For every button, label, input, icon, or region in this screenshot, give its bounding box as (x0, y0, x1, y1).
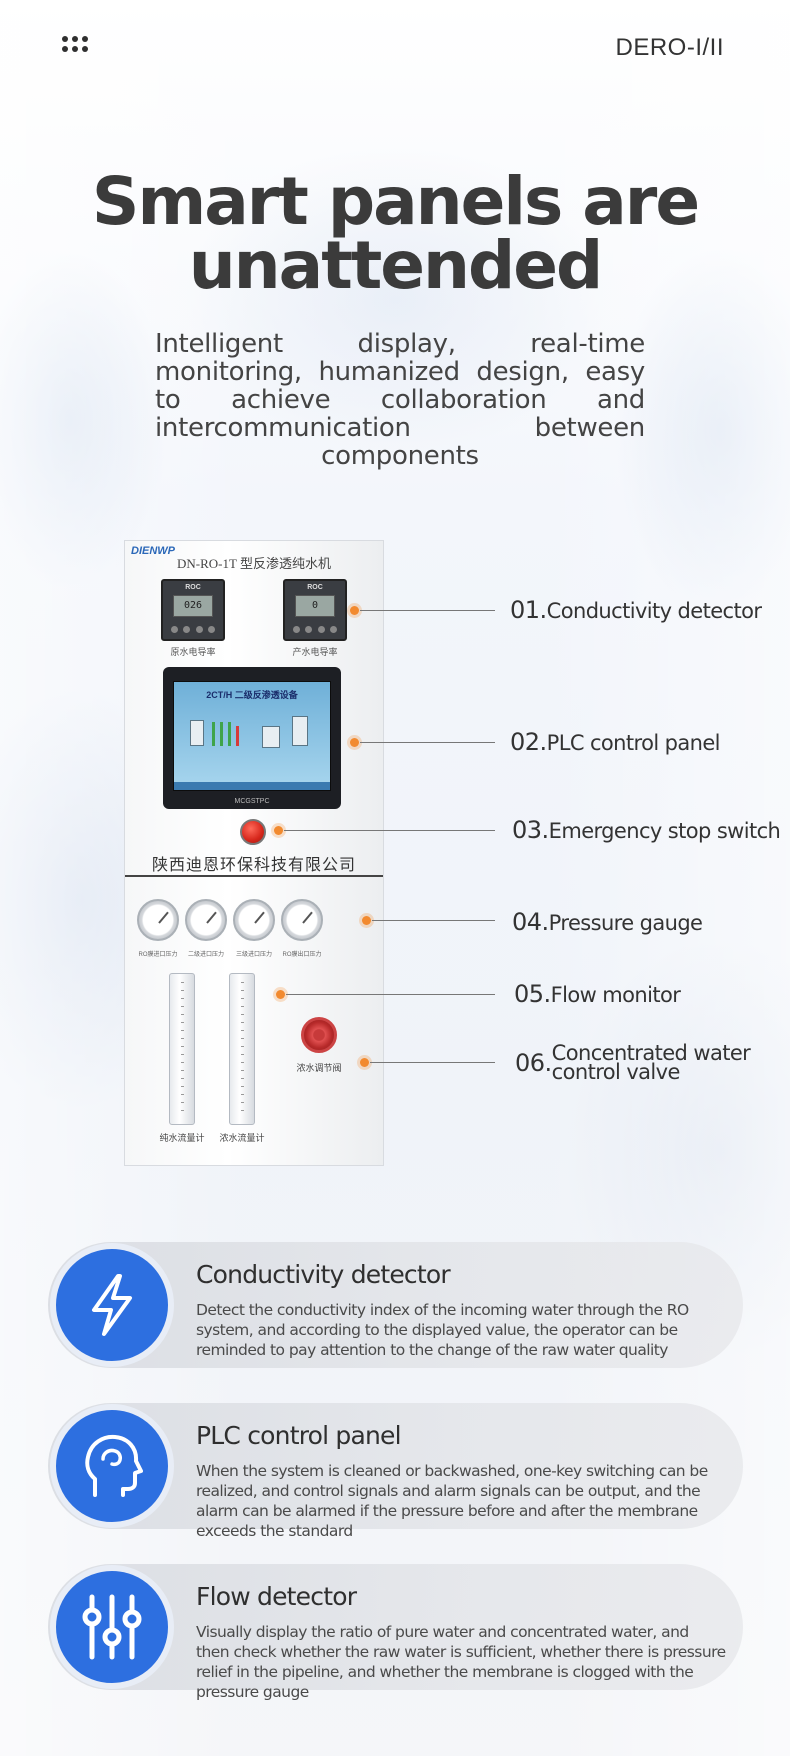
flow-meter-icon (229, 973, 255, 1125)
flow-label: 浓水流量计 (219, 1133, 265, 1143)
feature-title: Flow detector (196, 1582, 357, 1611)
callout-leader (286, 994, 495, 995)
callout-leader (284, 830, 495, 831)
feature-description: Visually display the ratio of pure water… (196, 1623, 726, 1701)
flow-meter-icon (169, 973, 195, 1125)
gauge-label: RO膜进口压力 (138, 952, 178, 958)
callout-leader (360, 742, 495, 743)
conductivity-meter-left: ROC 026 (161, 579, 225, 641)
head-icon (50, 1404, 174, 1528)
callout-dot (350, 738, 359, 747)
company-name: 陕西迪恩环保科技有限公司 (151, 857, 356, 874)
callout-dot (350, 606, 359, 615)
feature-card: Flow detector Visually display the ratio… (48, 1564, 743, 1701)
menu-grid-icon[interactable] (62, 36, 92, 56)
callout-dot (360, 1058, 369, 1067)
callout-03: 03.Emergency stop switch (512, 816, 781, 844)
feature-card: Conductivity detector Detect the conduct… (48, 1242, 743, 1368)
callout-06: 06.Concentrated water control valve (515, 1041, 751, 1084)
flow-label: 纯水流量计 (159, 1133, 205, 1143)
hero-subtitle: Intelligent display, real-time monitorin… (155, 329, 645, 471)
lightning-icon (50, 1243, 174, 1367)
meter-logo: ROC (185, 584, 201, 591)
panel-model-label: DN-RO-1T 型反渗透纯水机 (177, 556, 331, 571)
plc-screen-title: 2CT/H 二级反渗透设备 (206, 690, 298, 700)
brand-label: DERO-I/II (615, 34, 724, 61)
pressure-gauge-icon (137, 899, 179, 941)
valve-label: 浓水调节阀 (296, 1063, 342, 1073)
sliders-icon (50, 1565, 174, 1689)
callout-04: 04.Pressure gauge (512, 908, 703, 936)
callout-leader (360, 610, 495, 611)
meter-label-right: 产水电导率 (292, 647, 338, 657)
equipment-panel-image: DIENWP DN-RO-1T 型反渗透纯水机 ROC 026 原水电导率 RO… (124, 540, 384, 1166)
conductivity-meter-right: ROC 0 (283, 579, 347, 641)
callout-leader (372, 920, 495, 921)
feature-description: Detect the conductivity index of the inc… (196, 1301, 689, 1359)
emergency-stop-button (240, 819, 266, 845)
callout-leader (370, 1062, 495, 1063)
callout-dot (362, 916, 371, 925)
feature-title: Conductivity detector (196, 1260, 451, 1289)
hero-title-line-2: unattended (188, 227, 604, 304)
gauge-label: 二级进口压力 (187, 952, 224, 958)
hero-title-line-1: Smart panels are (91, 163, 700, 240)
pressure-gauge-icon (185, 899, 227, 941)
callout-dot (276, 990, 285, 999)
feature-description: When the system is cleaned or backwashed… (196, 1462, 708, 1540)
callout-05: 05.Flow monitor (514, 980, 681, 1008)
feature-card: PLC control panel When the system is cle… (48, 1403, 743, 1540)
gauge-label: 三级进口压力 (235, 952, 272, 958)
panel-divider (125, 875, 383, 877)
gauge-label: RO膜出口压力 (282, 952, 322, 958)
feature-title: PLC control panel (196, 1421, 402, 1450)
meter-logo: ROC (307, 584, 323, 591)
callout-dot (274, 826, 283, 835)
callout-02: 02.PLC control panel (510, 728, 721, 756)
pressure-gauge-icon (281, 899, 323, 941)
plc-touchscreen: 2CT/H 二级反渗透设备 MCGSTPC (163, 667, 341, 809)
meter-label-left: 原水电导率 (170, 647, 216, 657)
pressure-gauge-icon (233, 899, 275, 941)
hero-title: Smart panels are unattended (0, 163, 790, 304)
valve-handwheel-icon (301, 1017, 337, 1053)
callout-01: 01.Conductivity detector (510, 596, 762, 624)
plc-brand: MCGSTPC (234, 798, 270, 805)
meter-reading: 0 (295, 595, 335, 617)
meter-reading: 026 (173, 595, 213, 617)
panel-brand-logo: DIENWP (131, 545, 175, 557)
